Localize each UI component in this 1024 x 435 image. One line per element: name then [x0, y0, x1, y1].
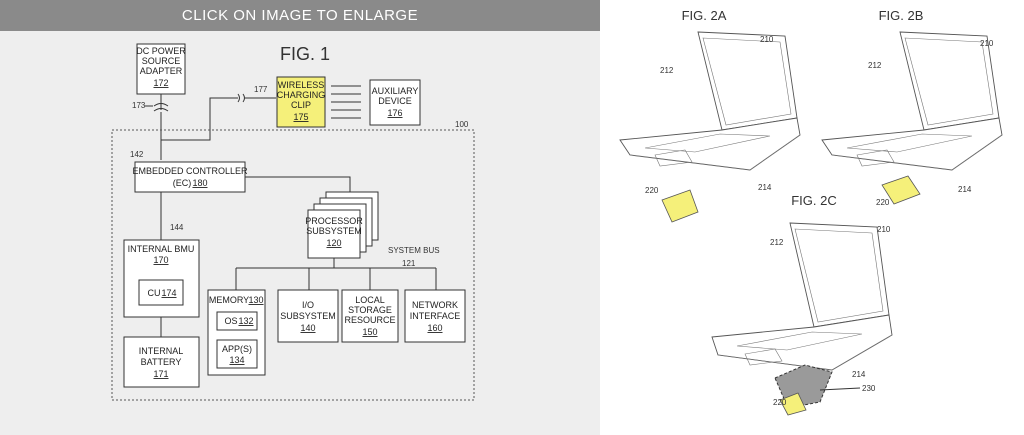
proc-ref: 120 — [326, 238, 341, 248]
ref-100: 100 — [455, 120, 469, 129]
aux-ref: 176 — [387, 108, 402, 118]
network-ref: 160 — [427, 323, 442, 333]
fig2c-title: FIG. 2C — [791, 193, 837, 208]
ref-177: 177 — [254, 85, 268, 94]
fig2c-ref-210: 210 — [877, 225, 891, 234]
fig2c-ref-214: 214 — [852, 370, 866, 379]
ref-173: 173 — [132, 101, 146, 110]
network-line1: NETWORK — [412, 300, 458, 310]
dc-power-line2: SOURCE — [142, 56, 181, 66]
dc-power-adapter-box — [136, 43, 186, 95]
internal-battery-box — [123, 336, 200, 388]
clip-fig2b — [881, 175, 921, 205]
aux-line2: DEVICE — [378, 96, 412, 106]
clip-ref: 175 — [293, 112, 308, 122]
clip-line2: CHARGING — [277, 90, 326, 100]
clip-line1: WIRELESS — [278, 80, 325, 90]
fig2-diagrams: FIG. 2A 210 212 214 220 FIG. 2B 210 212 … — [619, 8, 1003, 416]
fig2b-ref-212: 212 — [868, 61, 882, 70]
fig1-panel[interactable]: CLICK ON IMAGE TO ENLARGE FIG. 1 DC POWE… — [0, 0, 600, 435]
apps-box — [216, 339, 258, 369]
auxiliary-device-box — [369, 79, 421, 126]
system-bus-label: SYSTEM BUS — [388, 246, 440, 255]
clip-fig2c — [779, 392, 807, 416]
embedded-controller-box — [134, 161, 246, 193]
dc-power-ref: 172 — [153, 78, 168, 88]
fig1-diagram: FIG. 1 DC POWER SOURCE ADAPTER 172 173 1… — [111, 43, 475, 401]
apps-ref: 134 — [229, 355, 244, 365]
fig2c-ref-212: 212 — [770, 238, 784, 247]
memory-ref: 130 — [248, 295, 263, 305]
storage-line2: STORAGE — [348, 305, 392, 315]
clip-line3: CLIP — [291, 100, 311, 110]
cu-line1: CU — [148, 288, 161, 298]
laptop-fig2b — [821, 31, 1003, 205]
ec-line1: EMBEDDED CONTROLLER — [132, 166, 248, 176]
proc-line1: PROCESSOR — [305, 216, 363, 226]
laptop-fig2a — [619, 31, 801, 223]
wireless-waves-icon — [331, 85, 361, 119]
system-bus-ref: 121 — [402, 259, 416, 268]
fig2c-ref-230: 230 — [862, 384, 876, 393]
fig1-title: FIG. 1 — [280, 44, 330, 64]
dc-power-line3: ADAPTER — [140, 66, 183, 76]
ref-144: 144 — [170, 223, 184, 232]
battery-line1: INTERNAL — [139, 346, 184, 356]
os-box — [216, 311, 258, 331]
fig2a-ref-220: 220 — [645, 186, 659, 195]
io-ref: 140 — [300, 323, 315, 333]
system-boundary — [111, 129, 475, 401]
fig2a-ref-212: 212 — [660, 66, 674, 75]
cu-ref: 174 — [161, 288, 176, 298]
battery-ref: 171 — [153, 369, 168, 379]
cu-box — [138, 279, 184, 306]
local-storage-box — [341, 289, 399, 343]
fig2b-ref-220: 220 — [876, 198, 890, 207]
laptop-fig2c — [711, 222, 893, 416]
fig2c-ref-220: 220 — [773, 398, 787, 407]
storage-line3: RESOURCE — [344, 315, 395, 325]
apps-line1: APP(S) — [222, 344, 252, 354]
bmu-line1: INTERNAL BMU — [128, 244, 195, 254]
storage-ref: 150 — [362, 327, 377, 337]
fig2b-ref-214: 214 — [958, 185, 972, 194]
io-line1: I/O — [302, 300, 314, 310]
fig2a-ref-214: 214 — [758, 183, 772, 192]
clip-fig2a — [661, 189, 699, 223]
ec-ref: 180 — [192, 178, 207, 188]
memory-line1: MEMORY — [209, 295, 249, 305]
proc-line2: SUBSYSTEM — [306, 226, 362, 236]
enlarge-banner[interactable]: CLICK ON IMAGE TO ENLARGE — [0, 0, 600, 31]
io-subsystem-box — [277, 289, 339, 343]
dc-power-line1: DC POWER — [136, 46, 186, 56]
battery-line2: BATTERY — [141, 357, 182, 367]
os-line1: OS — [224, 316, 237, 326]
network-interface-box — [404, 289, 466, 343]
wireless-charging-clip-box — [276, 76, 326, 128]
bmu-ref: 170 — [153, 255, 168, 265]
fig2a-title: FIG. 2A — [682, 8, 727, 23]
ref-142: 142 — [130, 150, 144, 159]
network-line2: INTERFACE — [410, 311, 461, 321]
fig2b-title: FIG. 2B — [879, 8, 924, 23]
fig2a-ref-210: 210 — [760, 35, 774, 44]
io-line2: SUBSYSTEM — [280, 311, 336, 321]
ec-line2: (EC) — [173, 178, 192, 188]
storage-line1: LOCAL — [355, 295, 385, 305]
os-ref: 132 — [238, 316, 253, 326]
fig2b-ref-210: 210 — [980, 39, 994, 48]
fig2-panel[interactable]: FIG. 2A 210 212 214 220 FIG. 2B 210 212 … — [600, 0, 1024, 435]
aux-line1: AUXILIARY — [372, 86, 419, 96]
